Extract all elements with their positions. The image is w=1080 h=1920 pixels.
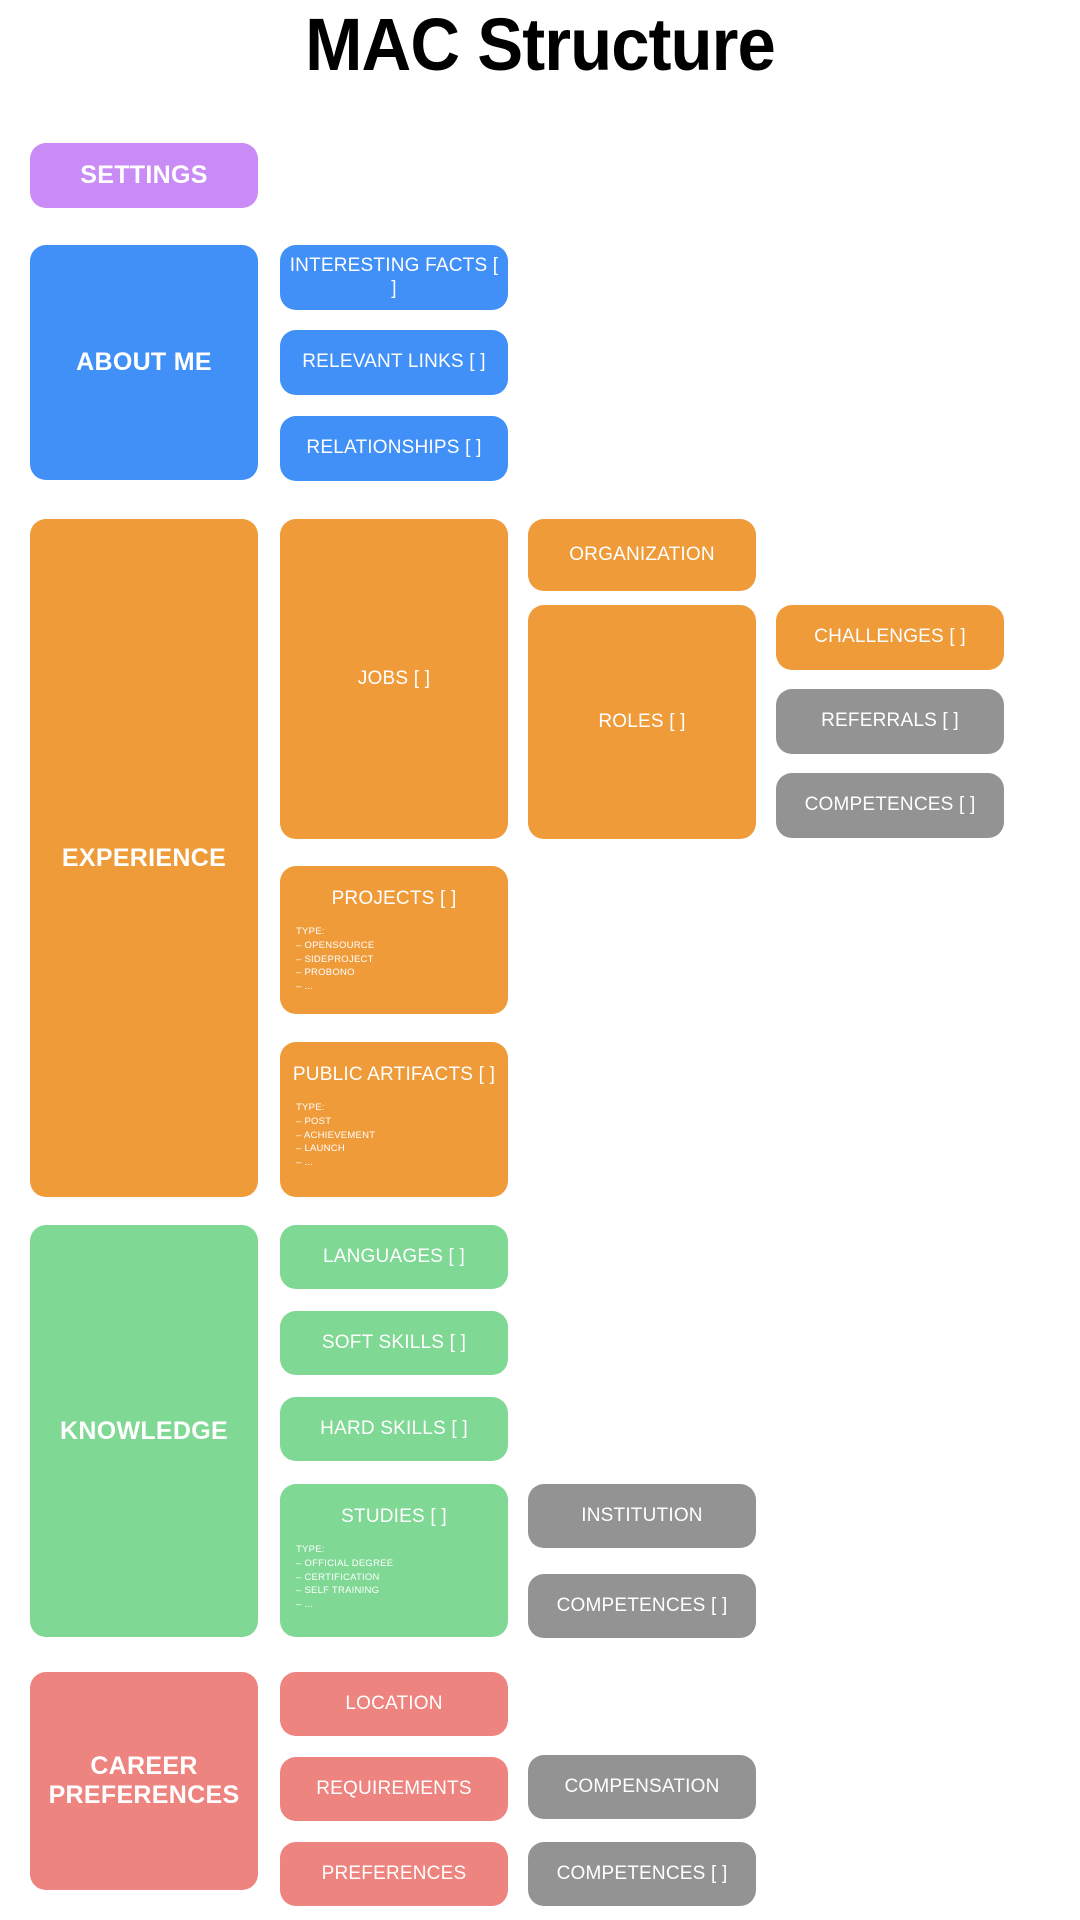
- node-projects-label: PROJECTS [ ]: [331, 888, 457, 909]
- node-location-label: LOCATION: [345, 1692, 443, 1714]
- node-organization-label: ORGANIZATION: [569, 543, 715, 565]
- node-public-artifacts-label: PUBLIC ARTIFACTS [ ]: [292, 1064, 496, 1085]
- public-artifacts-type-item: POST: [296, 1115, 375, 1128]
- node-jobs-label: JOBS [ ]: [357, 667, 431, 689]
- node-knowledge[interactable]: KNOWLEDGE: [30, 1225, 258, 1637]
- studies-type-list: TYPE: OFFICIAL DEGREE CERTIFICATION SELF…: [280, 1529, 393, 1611]
- node-organization[interactable]: ORGANIZATION: [528, 519, 756, 591]
- projects-type-list: TYPE: OPENSOURCE SIDEPROJECT PROBONO ...: [280, 911, 375, 993]
- node-experience-competences-label: COMPETENCES [ ]: [804, 794, 976, 816]
- node-career-preferences[interactable]: CAREER PREFERENCES: [30, 1672, 258, 1890]
- node-institution[interactable]: INSTITUTION: [528, 1484, 756, 1548]
- node-compensation[interactable]: COMPENSATION: [528, 1755, 756, 1819]
- studies-type-item: SELF TRAINING: [296, 1584, 393, 1597]
- node-compensation-label: COMPENSATION: [564, 1775, 720, 1797]
- node-challenges-label: CHALLENGES [ ]: [814, 626, 966, 648]
- node-experience[interactable]: EXPERIENCE: [30, 519, 258, 1197]
- node-public-artifacts[interactable]: PUBLIC ARTIFACTS [ ] TYPE: POST ACHIEVEM…: [280, 1042, 508, 1197]
- node-referrals-label: REFERRALS [ ]: [821, 710, 959, 732]
- node-challenges[interactable]: CHALLENGES [ ]: [776, 605, 1004, 670]
- node-relationships[interactable]: RELATIONSHIPS [ ]: [280, 416, 508, 481]
- node-about-me[interactable]: ABOUT ME: [30, 245, 258, 480]
- node-settings-label: SETTINGS: [80, 161, 208, 190]
- projects-type-item: SIDEPROJECT: [296, 953, 375, 966]
- node-hard-skills[interactable]: HARD SKILLS [ ]: [280, 1397, 508, 1461]
- node-requirements-label: REQUIREMENTS: [316, 1777, 472, 1799]
- studies-type-heading: TYPE:: [296, 1543, 325, 1555]
- node-roles-label: ROLES [ ]: [598, 710, 686, 732]
- node-knowledge-competences-label: COMPETENCES [ ]: [556, 1594, 728, 1616]
- projects-type-heading: TYPE:: [296, 925, 325, 937]
- node-soft-skills[interactable]: SOFT SKILLS [ ]: [280, 1311, 508, 1375]
- node-preferences-label: PREFERENCES: [321, 1862, 467, 1884]
- node-knowledge-competences[interactable]: COMPETENCES [ ]: [528, 1574, 756, 1638]
- public-artifacts-type-list: TYPE: POST ACHIEVEMENT LAUNCH ...: [280, 1087, 375, 1169]
- node-experience-competences[interactable]: COMPETENCES [ ]: [776, 773, 1004, 838]
- studies-type-item: OFFICIAL DEGREE: [296, 1557, 393, 1570]
- node-studies-label: STUDIES [ ]: [341, 1506, 447, 1527]
- projects-type-item: OPENSOURCE: [296, 939, 375, 952]
- node-relevant-links-label: RELEVANT LINKS [ ]: [302, 351, 486, 373]
- node-requirements[interactable]: REQUIREMENTS: [280, 1757, 508, 1821]
- node-roles[interactable]: ROLES [ ]: [528, 605, 756, 839]
- node-relationships-label: RELATIONSHIPS [ ]: [306, 437, 482, 459]
- node-career-preferences-label: CAREER PREFERENCES: [48, 1752, 240, 1809]
- node-interesting-facts[interactable]: INTERESTING FACTS [ ]: [280, 245, 508, 310]
- public-artifacts-type-heading: TYPE:: [296, 1101, 325, 1113]
- projects-type-item: ...: [296, 980, 375, 993]
- page-title: MAC Structure: [305, 3, 776, 86]
- node-jobs[interactable]: JOBS [ ]: [280, 519, 508, 839]
- node-location[interactable]: LOCATION: [280, 1672, 508, 1736]
- node-preferences[interactable]: PREFERENCES: [280, 1842, 508, 1906]
- node-interesting-facts-label: INTERESTING FACTS [ ]: [289, 254, 499, 299]
- node-studies[interactable]: STUDIES [ ] TYPE: OFFICIAL DEGREE CERTIF…: [280, 1484, 508, 1637]
- studies-type-item: CERTIFICATION: [296, 1571, 393, 1584]
- node-knowledge-label: KNOWLEDGE: [60, 1416, 228, 1445]
- public-artifacts-type-item: ...: [296, 1156, 375, 1169]
- node-institution-label: INSTITUTION: [581, 1504, 703, 1526]
- projects-type-item: PROBONO: [296, 966, 375, 979]
- node-career-competences[interactable]: COMPETENCES [ ]: [528, 1842, 756, 1906]
- node-soft-skills-label: SOFT SKILLS [ ]: [321, 1331, 467, 1353]
- node-settings[interactable]: SETTINGS: [30, 143, 258, 208]
- node-languages[interactable]: LANGUAGES [ ]: [280, 1225, 508, 1289]
- node-career-competences-label: COMPETENCES [ ]: [556, 1862, 728, 1884]
- node-languages-label: LANGUAGES [ ]: [323, 1245, 465, 1267]
- public-artifacts-type-item: LAUNCH: [296, 1142, 375, 1155]
- node-hard-skills-label: HARD SKILLS [ ]: [320, 1417, 468, 1439]
- node-projects[interactable]: PROJECTS [ ] TYPE: OPENSOURCE SIDEPROJEC…: [280, 866, 508, 1014]
- node-relevant-links[interactable]: RELEVANT LINKS [ ]: [280, 330, 508, 395]
- studies-type-item: ...: [296, 1598, 393, 1611]
- node-experience-label: EXPERIENCE: [61, 843, 227, 872]
- node-referrals[interactable]: REFERRALS [ ]: [776, 689, 1004, 754]
- public-artifacts-type-item: ACHIEVEMENT: [296, 1129, 375, 1142]
- node-about-me-label: ABOUT ME: [76, 348, 212, 377]
